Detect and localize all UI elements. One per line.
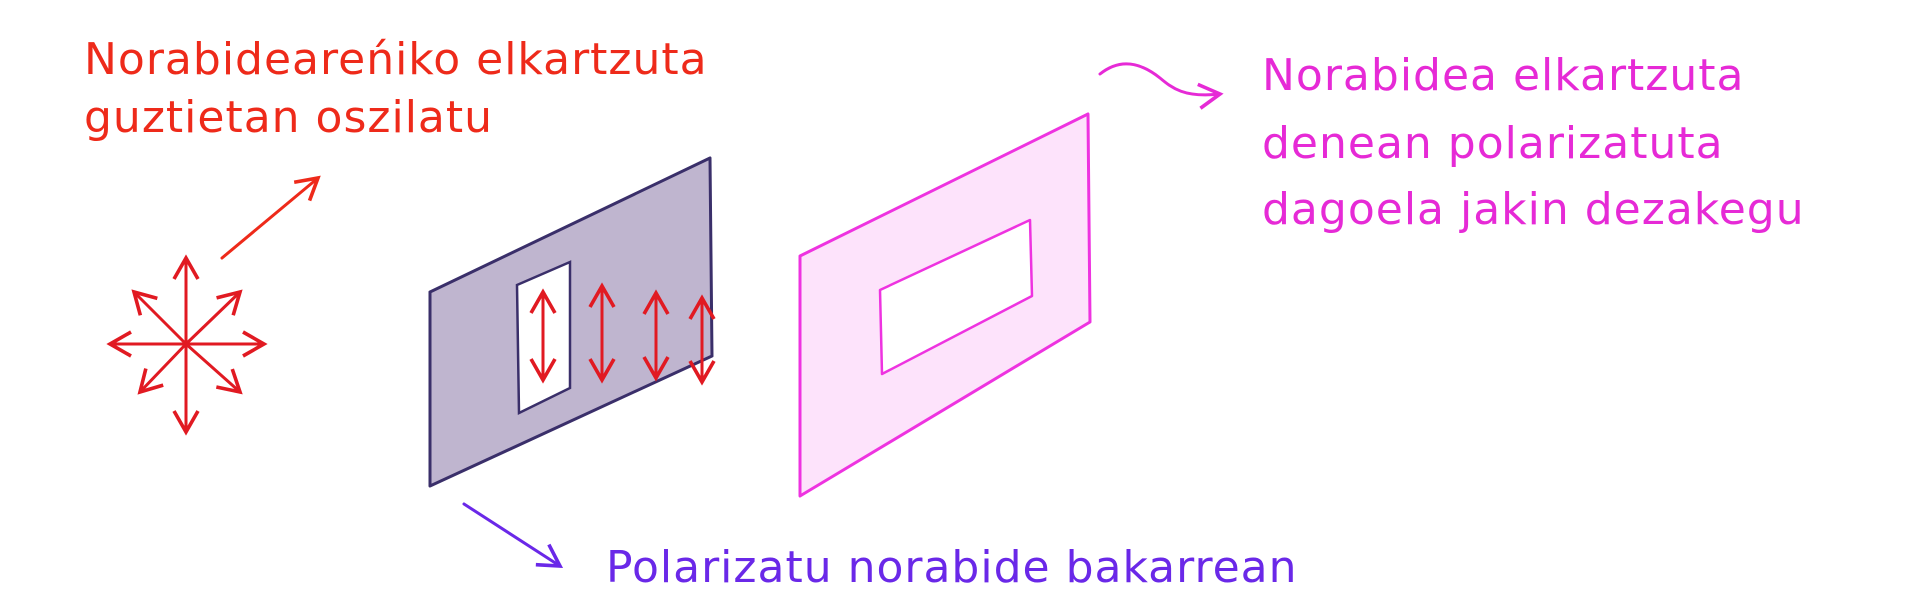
analyzer-window: [878, 218, 1034, 376]
star-arrow-up-left-icon: [131, 289, 188, 346]
star-arrow-down-left-icon: [137, 342, 188, 395]
analyzer-label-line3: dagoela jakin dezakegu: [1262, 184, 1805, 235]
star-arrow-down-right-icon: [184, 342, 243, 395]
unpolarized-label-line1: Norabideareńiko elkartzuta: [84, 34, 708, 85]
analyzer-label-line1: Norabidea elkartzuta: [1262, 50, 1745, 101]
polarized-pointer-arrow-icon: [462, 502, 564, 568]
analyzer-pointer-arrow-icon: [1098, 62, 1224, 110]
polarized-arrows-group: [529, 282, 716, 386]
analyzer-label-line2: denean polarizatuta: [1262, 118, 1724, 169]
unpolarized-label-line2: guztietan oszilatu: [84, 92, 493, 143]
unpolarized-pointer-arrow-icon: [220, 175, 321, 260]
unpolarized-star-icon: [106, 254, 268, 436]
polarized-label: Polarizatu norabide bakarrean: [606, 542, 1298, 593]
star-arrow-up-right-icon: [184, 289, 243, 346]
